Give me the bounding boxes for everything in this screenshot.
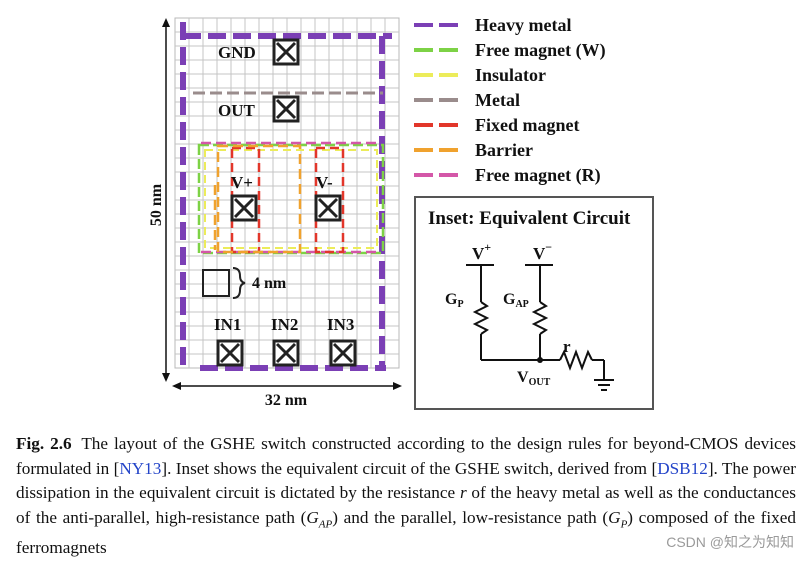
inset-gp: GP [445, 291, 464, 310]
cell-size-label: 4 nm [252, 275, 287, 292]
label-in3: IN3 [327, 315, 354, 334]
pad-in1 [216, 339, 244, 367]
pad-vplus [230, 194, 258, 222]
caption-gp-sub: P [620, 517, 628, 530]
pad-gnd [272, 38, 300, 66]
caption-text-3: ]. The power dissipation in the equivale… [16, 458, 797, 503]
figure-caption: Fig. 2.6 The layout of the GSHE switch c… [16, 432, 796, 561]
label-in2: IN2 [271, 315, 298, 334]
label-out: OUT [218, 101, 256, 120]
dimension-width: 32 nm [172, 382, 402, 409]
caption-text-4: of the heavy metal as well as the conduc… [16, 483, 796, 527]
inset-gap: GAP [503, 291, 529, 310]
inset-title: Inset: Equivalent Circuit [428, 208, 631, 229]
label-gnd: GND [218, 43, 256, 62]
circuit-wires [466, 264, 614, 391]
legend-label: Metal [475, 90, 520, 110]
legend-label: Insulator [475, 65, 546, 85]
legend-label: Fixed magnet [475, 115, 579, 135]
barrier-layer [213, 144, 302, 254]
legend-label: Barrier [475, 140, 533, 160]
legend-label: Free magnet (R) [475, 165, 601, 186]
caption-ref-ny13[interactable]: NY13 [119, 458, 162, 478]
inset-r: r [563, 337, 571, 356]
dimension-height: 50 nm [148, 18, 170, 382]
pad-vminus [314, 194, 342, 222]
caption-gap-sub: AP [318, 517, 333, 530]
label-vminus: V- [316, 173, 333, 192]
label-vplus: V+ [231, 173, 253, 192]
caption-text-1: The layout of the GSHE switch constructe… [16, 434, 796, 478]
height-label: 50 nm [148, 183, 165, 226]
insulator-layer [204, 149, 378, 249]
caption-r-symbol: r [459, 483, 467, 502]
caption-gap-symbol: G [306, 507, 319, 527]
inset-vplus: V+ [472, 240, 491, 263]
pad-in3 [329, 339, 357, 367]
legend-label: Free magnet (W) [475, 40, 606, 61]
caption-text-5: ) and the parallel, low-resistance path … [332, 507, 609, 527]
inset-vout: VOUT [517, 369, 551, 388]
caption-gp-symbol: G [608, 507, 621, 527]
legend-label: Heavy metal [475, 15, 571, 35]
caption-fig-label: Fig. 2.6 [16, 434, 72, 453]
pad-in2 [272, 339, 300, 367]
caption-ref-dsb12[interactable]: DSB12 [657, 458, 708, 478]
pad-out [272, 95, 300, 123]
caption-text-2: ]. Inset shows the equivalent circuit of… [161, 458, 658, 478]
cell-size-indicator: 4 nm [202, 267, 287, 299]
figure: GND OUT V+ V- IN1 IN2 IN3 4 nm 50 nm 32 … [148, 15, 654, 410]
label-in1: IN1 [214, 315, 241, 334]
inset-equivalent-circuit: Inset: Equivalent Circuit V+ V− GP GAP r… [414, 196, 654, 410]
watermark: CSDN @知之为知知 [664, 532, 796, 552]
device-layout: GND OUT V+ V- IN1 IN2 IN3 4 nm [174, 17, 400, 371]
caption-text-6: ) composed of the fixed ferromagnets [16, 507, 796, 558]
vout-node [537, 357, 543, 363]
inset-vminus: V− [533, 240, 552, 263]
width-label: 32 nm [265, 392, 308, 409]
